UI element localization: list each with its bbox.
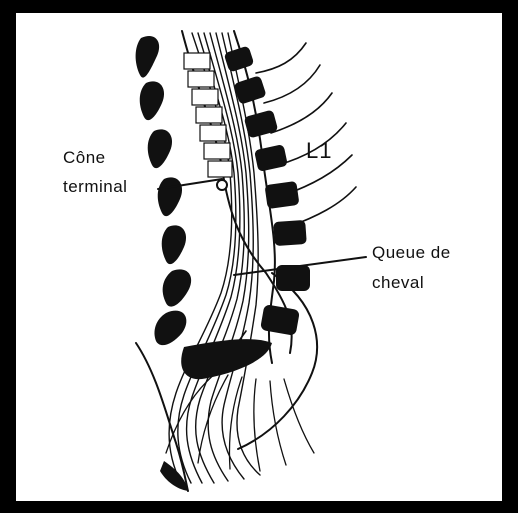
label-cone-line2: terminal — [63, 177, 127, 197]
label-queue-line1: Queue de — [372, 243, 451, 263]
conus-tip — [217, 180, 227, 190]
label-cone-line1: Cône — [63, 148, 106, 168]
label-queue-line2: cheval — [372, 273, 424, 293]
label-l1: L1 — [306, 141, 332, 161]
sacral-nerves — [166, 373, 314, 471]
cord-segments — [184, 53, 232, 177]
illustration-panel: Cône terminal L1 Queue de cheval — [16, 13, 502, 501]
